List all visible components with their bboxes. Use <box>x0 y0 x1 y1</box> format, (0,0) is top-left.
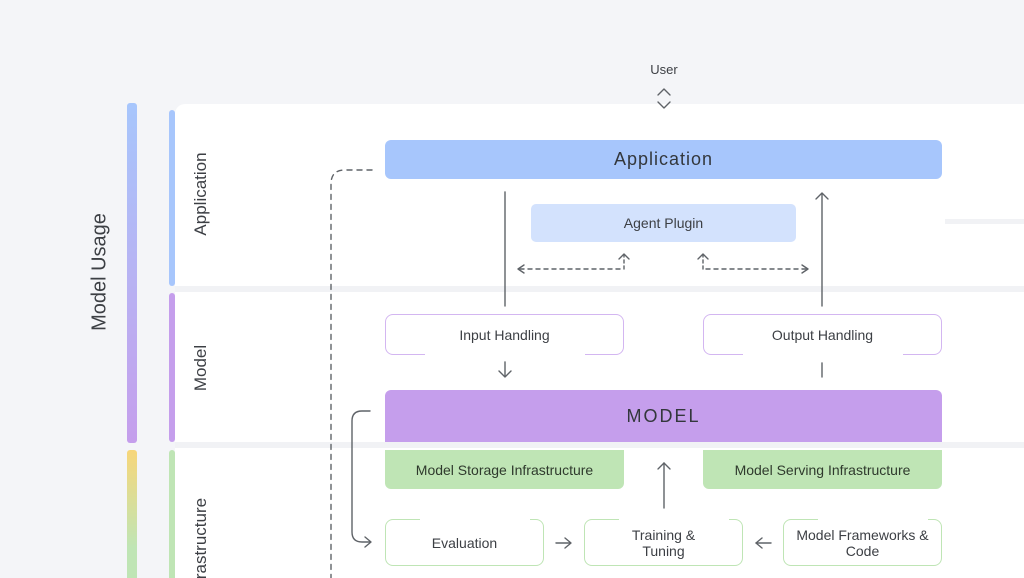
agent-plugin-box: Agent Plugin <box>531 204 796 242</box>
model-layer-rail <box>169 293 175 442</box>
model-frameworks-label: Model Frameworks & Code <box>796 526 929 559</box>
model-serving-box: Model Serving Infrastructure <box>703 450 942 489</box>
output-handling-label: Output Handling <box>771 326 874 343</box>
application-box: Application <box>385 140 942 179</box>
output-handling-notch <box>743 352 903 358</box>
evaluation-box: Evaluation <box>385 519 544 566</box>
evaluation-label: Evaluation <box>431 534 498 551</box>
user-up-chevron-icon <box>657 88 671 96</box>
input-handling-label: Input Handling <box>459 326 550 343</box>
model-usage-rail-top <box>127 103 137 443</box>
model-box: MODEL <box>385 390 942 442</box>
model-storage-box: Model Storage Infrastructure <box>385 450 624 489</box>
application-layer-rail <box>169 110 175 286</box>
model-usage-rail-bottom <box>127 450 137 578</box>
evaluation-notch <box>420 517 530 522</box>
model-frameworks-box: Model Frameworks & Code <box>783 519 942 566</box>
band-separator-2 <box>175 442 1024 448</box>
infrastructure-layer-rail <box>169 450 175 578</box>
output-handling-box: Output Handling <box>703 314 942 355</box>
training-tuning-box: Training & Tuning <box>584 519 743 566</box>
training-tuning-notch <box>619 517 729 522</box>
user-label: User <box>650 62 678 77</box>
band-separator-right-1 <box>945 219 1024 224</box>
input-handling-notch <box>425 352 585 358</box>
application-layer-label: Application <box>191 152 210 236</box>
band-separator-1 <box>175 286 1024 292</box>
infrastructure-layer-label: Infrastructure <box>191 497 210 578</box>
model-usage-label: Model Usage <box>88 213 111 331</box>
model-layer-label: Model <box>191 344 210 392</box>
input-handling-box: Input Handling <box>385 314 624 355</box>
model-frameworks-notch <box>818 517 928 522</box>
training-tuning-label: Training & Tuning <box>631 526 696 559</box>
